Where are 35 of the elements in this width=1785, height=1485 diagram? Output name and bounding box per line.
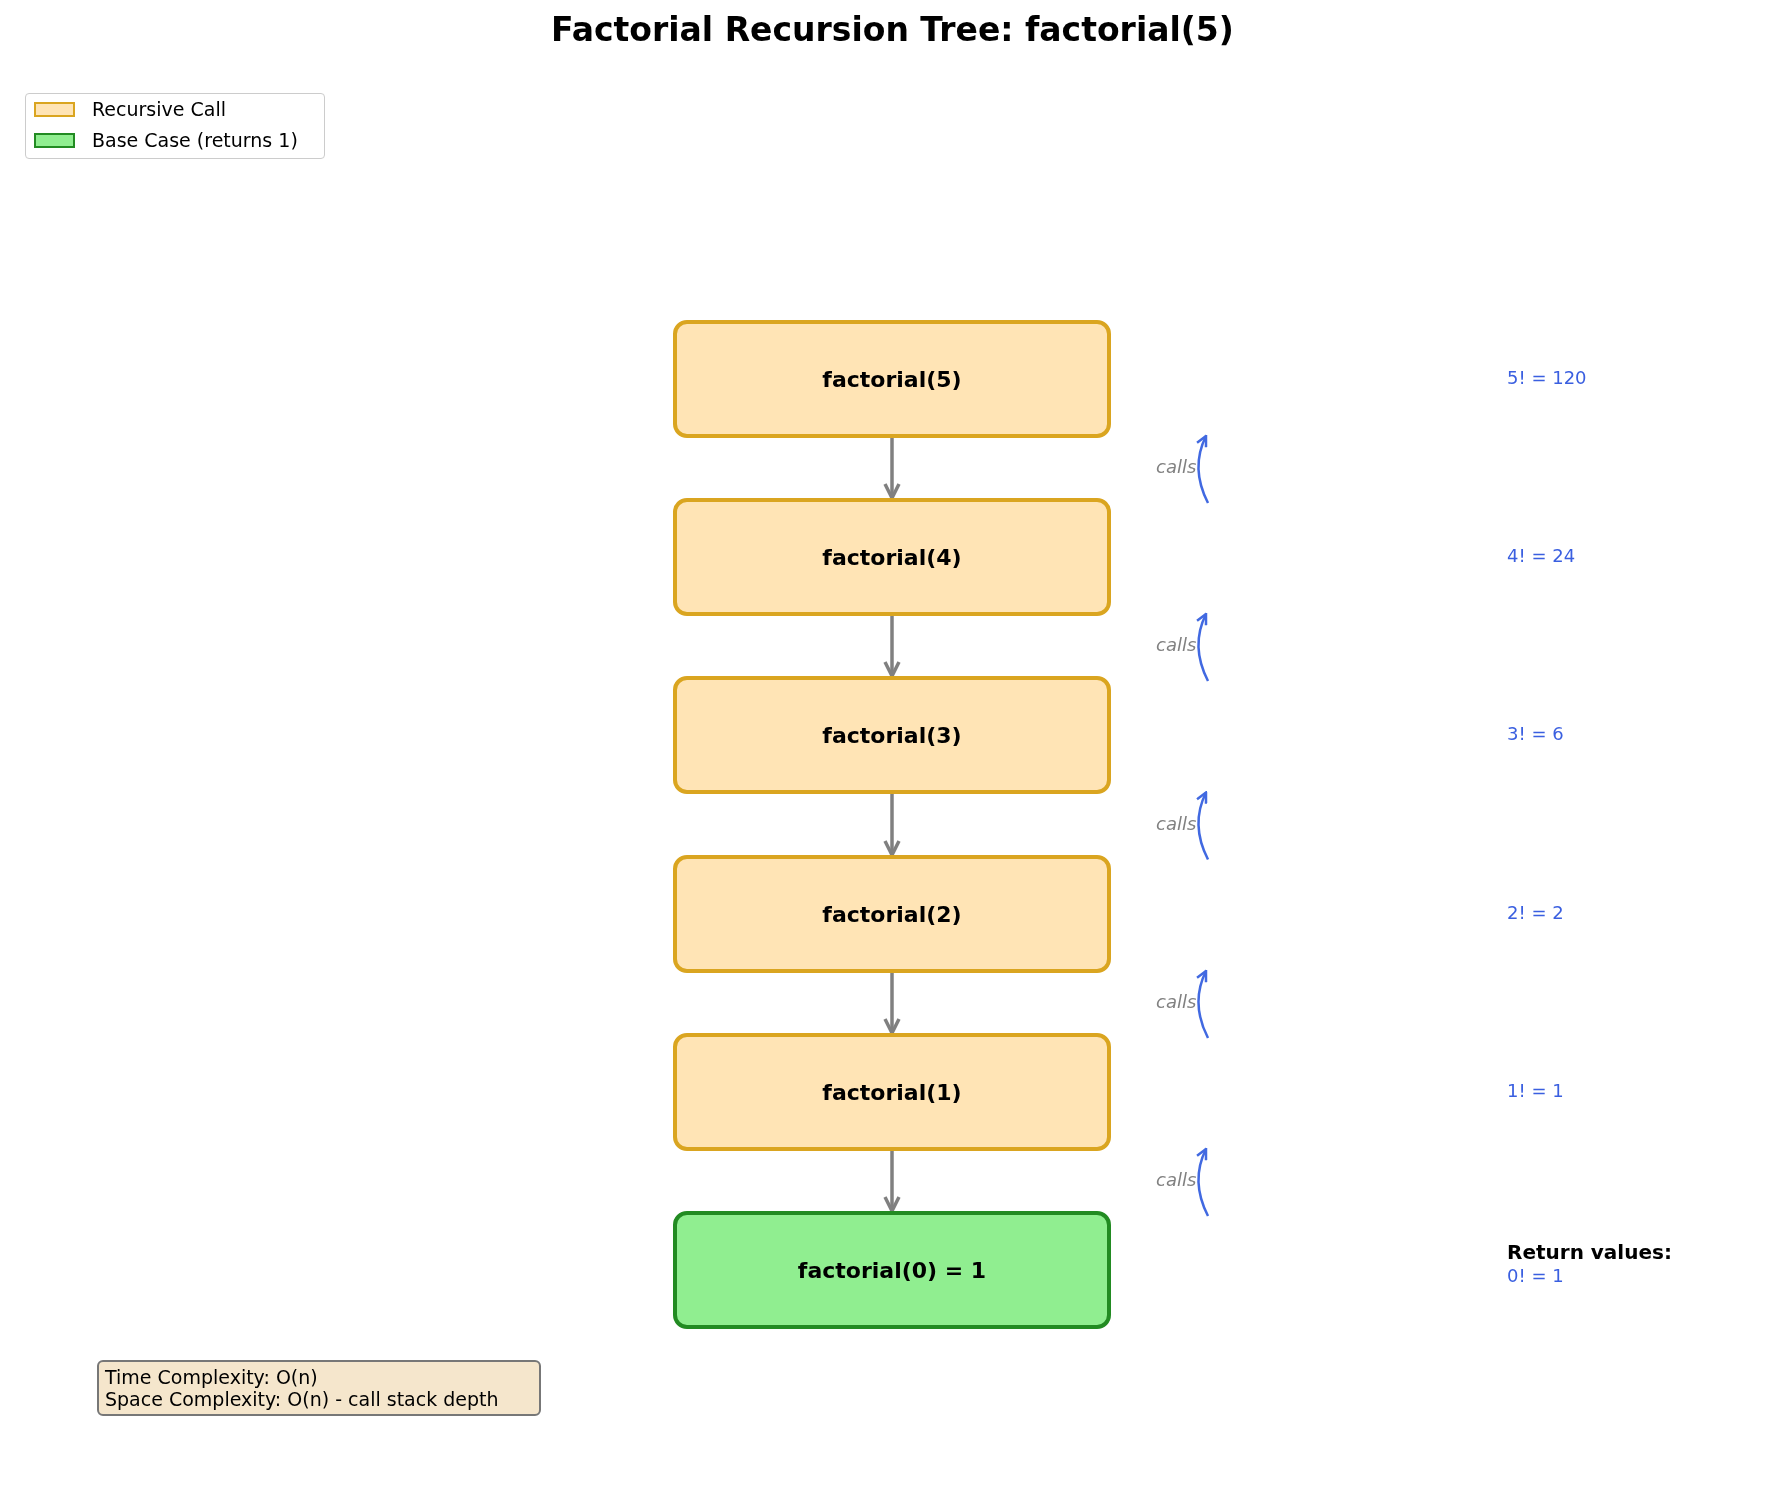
note-text: Space Complexity: O(n) - call stack depth	[105, 1388, 499, 1410]
return-value-label: 4! = 24	[1507, 545, 1576, 566]
return-value-label: 2! = 2	[1507, 902, 1564, 923]
return-value-label: 3! = 6	[1507, 723, 1564, 744]
legend-label: Base Case (returns 1)	[92, 129, 298, 151]
return-value-label: 1! = 1	[1507, 1080, 1564, 1101]
function-call-box	[673, 855, 1111, 973]
arrow	[883, 973, 901, 1035]
section-heading: Return values:	[1507, 1240, 1672, 1264]
function-call-label: factorial(2)	[822, 901, 962, 927]
arrow	[883, 616, 901, 678]
function-call-label: factorial(5)	[822, 366, 962, 392]
legend-label: Recursive Call	[92, 98, 226, 120]
complexity-note-box	[97, 1360, 541, 1416]
arrow	[883, 438, 901, 500]
call-note: calls	[1156, 991, 1197, 1012]
function-call-box	[673, 676, 1111, 794]
call-note: calls	[1156, 813, 1197, 834]
function-call-label: factorial(0) = 1	[797, 1257, 987, 1283]
note-text: Time Complexity: O(n)	[105, 1366, 318, 1388]
call-note: calls	[1156, 634, 1197, 655]
call-note: calls	[1156, 456, 1197, 477]
arrow	[883, 794, 901, 857]
function-call-box	[673, 320, 1111, 438]
function-call-label: factorial(4)	[822, 544, 962, 570]
function-call-box	[673, 498, 1111, 616]
return-value-label: 5! = 120	[1507, 367, 1587, 388]
base-case-box	[673, 1211, 1111, 1329]
arrow	[883, 1151, 901, 1213]
function-call-box	[673, 1033, 1111, 1151]
function-call-label: factorial(3)	[822, 722, 962, 748]
return-value-label: 0! = 1	[1507, 1265, 1564, 1286]
call-note: calls	[1156, 1169, 1197, 1190]
diagram-title: Factorial Recursion Tree: factorial(5)	[550, 10, 1235, 49]
function-call-label: factorial(1)	[822, 1079, 962, 1105]
